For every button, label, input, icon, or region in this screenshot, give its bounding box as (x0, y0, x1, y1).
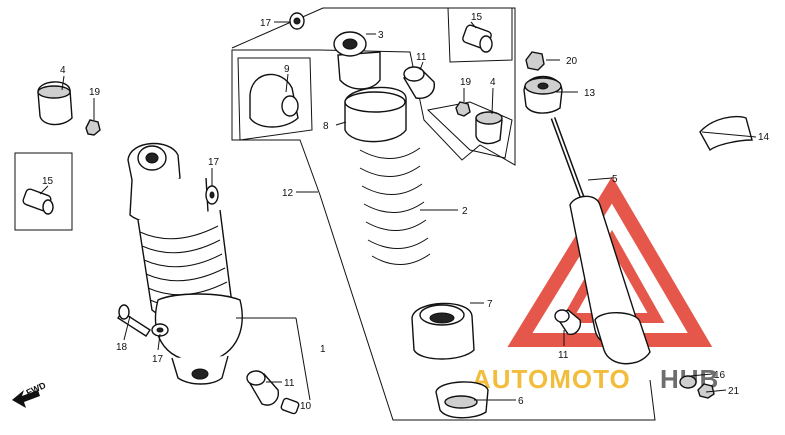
part-label-20: 20 (566, 56, 578, 67)
part-label-15-left: 15 (42, 176, 54, 187)
bushing-11-lower-right (554, 309, 582, 335)
stopper-ring (435, 381, 489, 419)
rubber-mount-4-left (37, 81, 73, 126)
spring-seat-lower (411, 302, 475, 360)
rubber-bushing-13 (523, 75, 563, 114)
upper-mount (333, 31, 381, 90)
assembly-outline (231, 7, 656, 421)
part-number-labels: 17 3 15 20 13 11 19 4 4 19 9 8 17 15 5 2… (42, 12, 770, 412)
part-label-18: 18 (116, 342, 128, 353)
bushing-15-left (22, 188, 54, 215)
part-label-19-right: 19 (460, 77, 472, 88)
bump-stop-box (237, 57, 313, 141)
part-label-3: 3 (378, 30, 384, 41)
bushing-15-top (462, 24, 493, 53)
nut-20 (525, 51, 545, 71)
watermark-text-primary: AUTOMOTO (472, 364, 631, 394)
part-label-10: 10 (300, 401, 312, 412)
part-label-12: 12 (282, 188, 294, 199)
nut-19-left (85, 119, 101, 136)
collar-10 (280, 397, 300, 415)
part-label-4-left: 4 (60, 65, 66, 76)
leader-lines (39, 21, 757, 401)
part-label-11-right: 11 (558, 350, 569, 361)
part-label-2: 2 (462, 206, 468, 217)
washer-17-top (289, 12, 305, 30)
part-label-15-top: 15 (471, 12, 483, 23)
part-label-11-top: 11 (416, 52, 427, 63)
washer-16 (679, 375, 697, 389)
part-label-17-mid: 17 (208, 157, 220, 168)
part-label-8: 8 (323, 121, 329, 132)
washer-17-mid (205, 185, 219, 205)
part-label-13: 13 (584, 88, 596, 99)
bushing-box-left (14, 152, 73, 231)
washer-17-lower (151, 323, 169, 337)
part-label-7: 7 (487, 299, 493, 310)
bolt-18 (117, 304, 151, 337)
bushing-box-top (447, 7, 513, 63)
part-label-5: 5 (612, 174, 618, 185)
nut-21 (697, 383, 715, 399)
part-label-11-lower: 11 (284, 378, 295, 389)
part-label-17-lower: 17 (152, 354, 164, 365)
part-label-9: 9 (284, 64, 290, 75)
nut-19-right (455, 101, 471, 117)
label-sticker-14 (699, 115, 753, 152)
spring (344, 86, 431, 265)
rubber-mount-4-right (475, 111, 503, 145)
shock-absorber-assembly (127, 142, 243, 385)
part-label-4-right: 4 (490, 77, 496, 88)
part-label-21: 21 (728, 386, 740, 397)
part-label-6: 6 (518, 396, 524, 407)
fwd-arrow: FWD (12, 380, 48, 408)
damper-unit (550, 117, 651, 365)
part-label-1: 1 (320, 344, 326, 355)
part-label-19-left: 19 (89, 87, 101, 98)
part-label-17-top: 17 (260, 18, 272, 29)
bushing-11-top (403, 66, 435, 99)
bushing-11-lower-left (246, 370, 279, 406)
part-label-16: 16 (714, 370, 726, 381)
part-label-14: 14 (758, 132, 770, 143)
